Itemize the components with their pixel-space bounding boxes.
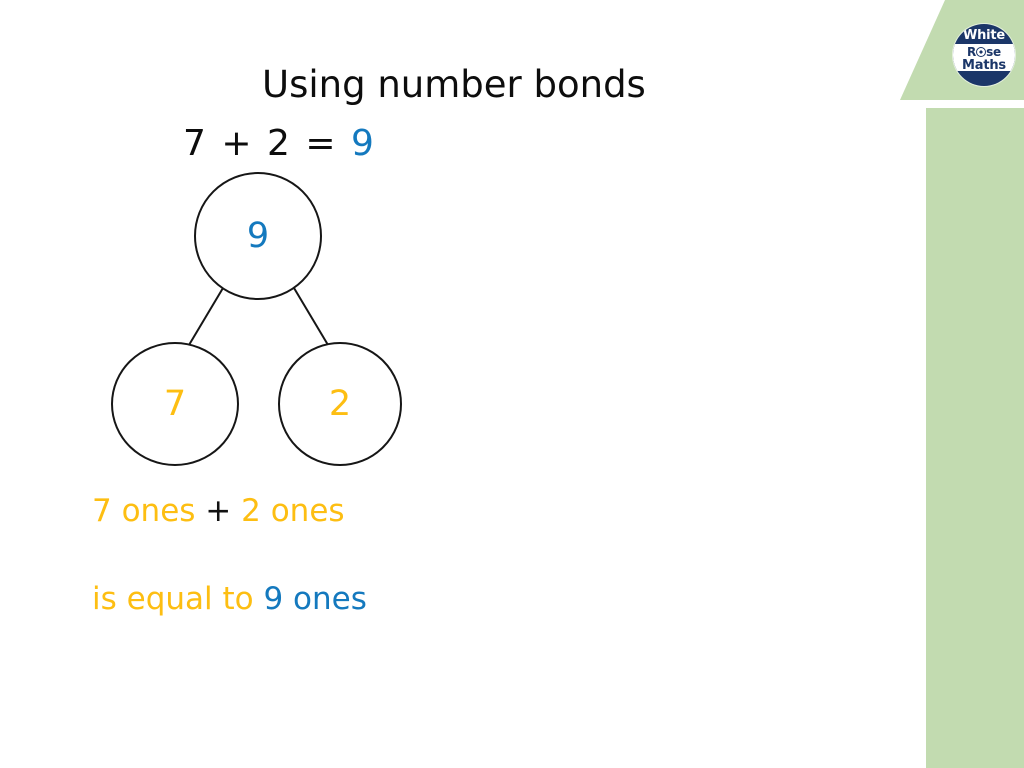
logo-line-white: White <box>962 28 1006 43</box>
equation-addend-1: 7 <box>183 123 208 164</box>
rose-flower-icon <box>976 47 987 57</box>
equation-plus-operator: + <box>221 123 254 164</box>
green-panel-right <box>926 108 1024 768</box>
number-bond-part-left-circle: 7 <box>111 342 239 466</box>
sentence-total: 9 ones <box>263 581 367 617</box>
equation-line: 7 + 2 = 9 <box>183 123 376 164</box>
number-bond-part-right-value: 2 <box>328 384 352 424</box>
number-bond-connectors <box>185 287 332 351</box>
sentence-equality-phrase: is equal to <box>92 581 254 617</box>
number-bond-diagram: 9 7 2 <box>0 0 520 500</box>
sentence-part-two: 2 ones <box>241 493 345 529</box>
equation-sum: 9 <box>350 123 376 164</box>
sentence-line-two: is equal to 9 ones <box>92 581 367 617</box>
page-title: Using number bonds <box>262 63 646 106</box>
number-bond-part-left-value: 7 <box>163 384 187 424</box>
sentence-part-one: 7 ones <box>92 493 196 529</box>
equation-equals-operator: = <box>305 123 338 164</box>
number-bond-whole-circle: 9 <box>194 172 322 300</box>
number-bond-whole-value: 9 <box>246 216 270 256</box>
sentence-plus-operator: + <box>205 493 232 529</box>
equation-addend-2: 2 <box>266 123 292 164</box>
logo-rose-prefix: R <box>967 45 977 59</box>
number-bond-part-right-circle: 2 <box>278 342 402 466</box>
logo-line-maths: Maths <box>962 58 1006 73</box>
sentence-line-one: 7 ones + 2 ones <box>92 493 345 529</box>
logo-rose-suffix: se <box>986 45 1001 59</box>
